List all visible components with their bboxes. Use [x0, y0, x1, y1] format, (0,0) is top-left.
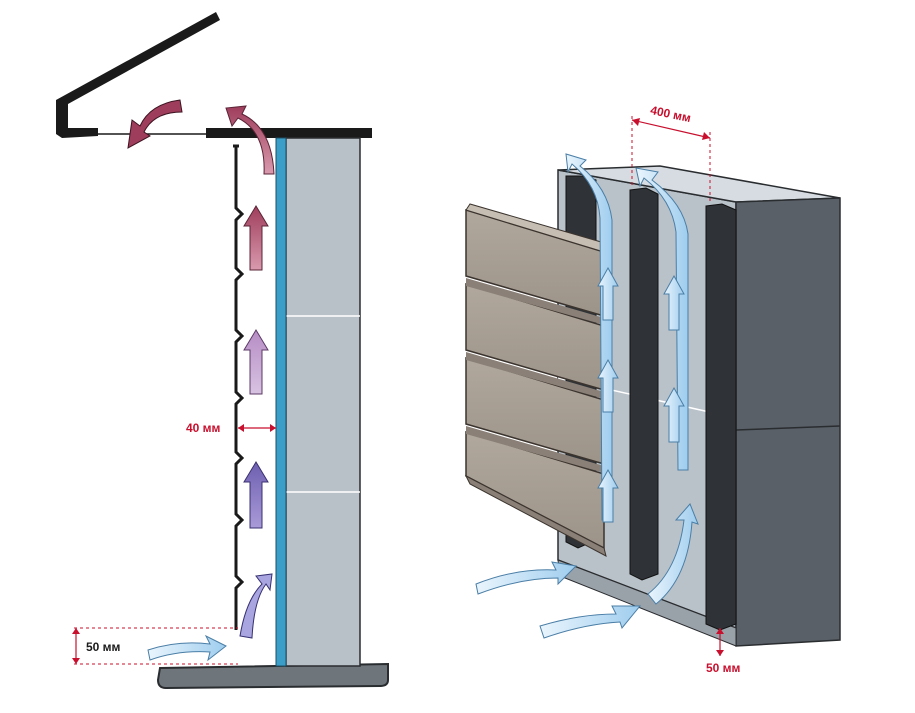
- iso-air-arrow-up-b: [597, 358, 619, 413]
- iso-end-block: [735, 197, 841, 647]
- siding-profile: [234, 146, 245, 630]
- wind-membrane: [275, 137, 287, 667]
- dimension-bottom-gap-right: 50 мм: [706, 628, 741, 675]
- bottom-gap-right-label: 50 мм: [706, 661, 741, 675]
- ground-slab: [156, 662, 389, 690]
- iso-air-arrow-curve: [647, 503, 699, 605]
- air-arrow-up-1: [243, 205, 269, 271]
- air-arrow-up-3: [243, 461, 269, 529]
- batten-3: [705, 203, 737, 631]
- section-view: 40 мм 50 мм: [56, 12, 389, 690]
- roof-soffit: [206, 128, 372, 138]
- air-arrow-bottom-curve: [239, 573, 273, 639]
- isometric-view: 400 мм 50 мм: [464, 103, 841, 675]
- batten-spacing-label: 400 мм: [649, 103, 692, 125]
- dimension-gap-width: 40 мм: [186, 421, 276, 435]
- siding-panels: [464, 203, 609, 557]
- gap-width-label: 40 мм: [186, 421, 221, 435]
- batten-2: [629, 187, 659, 581]
- air-arrow-up-2: [243, 329, 269, 395]
- bottom-gap-left-label: 50 мм: [86, 640, 121, 654]
- air-arrow-inflow: [147, 634, 227, 662]
- air-arrow-outlet-top: [225, 105, 275, 175]
- dimension-bottom-gap-left: 50 мм: [72, 627, 238, 665]
- iso-air-inflow-1: [475, 561, 578, 595]
- masonry-wall: [285, 137, 361, 667]
- iso-air-inflow-2: [539, 605, 642, 639]
- iso-air-arrow-1: [565, 153, 613, 521]
- roof-eave: [56, 12, 220, 138]
- iso-air-arrow-up-c: [597, 468, 619, 523]
- iso-air-arrow-up-a: [597, 266, 619, 321]
- iso-air-arrow-up-e: [663, 386, 685, 443]
- iso-air-arrow-up-d: [663, 274, 685, 331]
- air-arrow-eave-outflow: [127, 99, 183, 149]
